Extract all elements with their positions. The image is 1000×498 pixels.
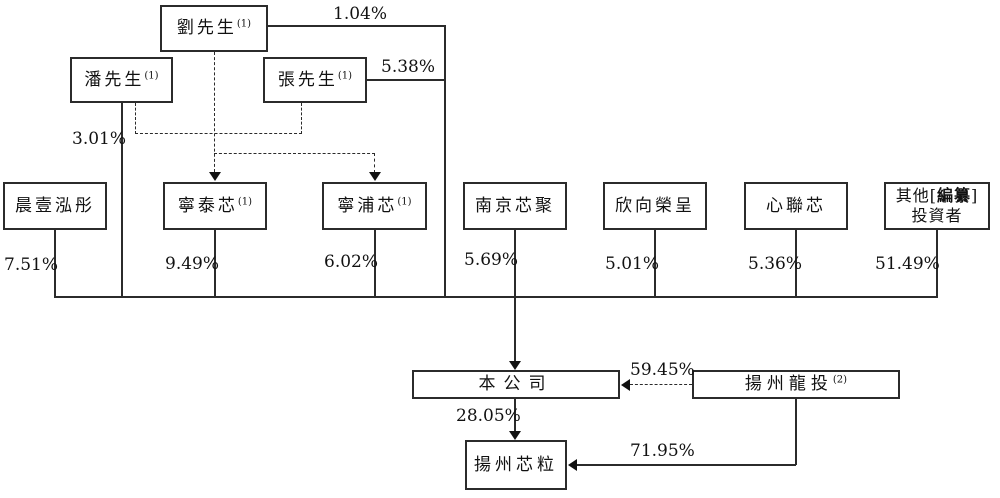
node-company-label: 本公司 [478, 374, 554, 395]
ownership-label-chenyi: 7.51% [4, 255, 59, 275]
node-xinlian: 心聯芯 [744, 182, 848, 230]
dashed-to-ningpu-horizontal [214, 153, 375, 154]
node-other-investors-label: 其他[編纂] 投資者 [895, 186, 979, 225]
ownership-label-ningtai: 9.49% [165, 254, 220, 274]
node-nanjing-label: 南京芯聚 [475, 195, 555, 216]
edge-ningtai-vertical [214, 230, 216, 297]
dashed-liu-vertical [214, 52, 215, 172]
node-yangzhou-longtou-label: 揚州龍投(2) [744, 374, 848, 395]
node-xinxiang: 欣向榮呈 [603, 182, 707, 230]
edge-other-vertical [936, 230, 938, 297]
node-yangzhou-xinli: 揚州芯粒 [465, 440, 567, 490]
dashed-ningpu-vertical [374, 153, 375, 173]
edge-company-to-xinli [514, 399, 516, 433]
edge-liu-zhang-vertical [444, 25, 446, 297]
edge-xinlian-vertical [795, 230, 797, 297]
node-company: 本公司 [412, 370, 620, 399]
node-liu-label: 劉先生(1) [176, 18, 252, 39]
edge-longtou-down [795, 399, 797, 465]
ownership-label-xinxiang: 5.01% [605, 254, 660, 274]
node-chenyi-label: 晨壹泓彤 [15, 195, 95, 216]
node-pan-label: 潘先生(1) [84, 69, 159, 90]
dashed-longtou-to-company [630, 384, 692, 385]
ownership-label-pan: 3.01% [72, 129, 127, 149]
dashed-zhang-vertical [301, 103, 302, 134]
ownership-label-xinlian: 5.36% [748, 254, 803, 274]
node-ningtai-label: 寧泰芯(1) [177, 195, 253, 216]
ownership-label-other: 51.49% [875, 254, 940, 274]
node-nanjing: 南京芯聚 [463, 182, 567, 230]
node-zhang-label: 張先生(1) [277, 69, 353, 90]
edge-liu-to-holdco-horizontal [268, 25, 445, 27]
edge-pan-vertical [121, 103, 123, 297]
node-xinxiang-label: 欣向榮呈 [615, 195, 695, 216]
ownership-label-liu: 1.04% [333, 4, 388, 24]
ownership-label-longtou-company: 59.45% [630, 360, 695, 380]
node-yangzhou-xinli-label: 揚州芯粒 [474, 454, 558, 475]
edge-bus-to-company [514, 296, 516, 362]
edge-longtou-to-xinli [576, 464, 796, 466]
node-yangzhou-longtou: 揚州龍投(2) [692, 370, 900, 399]
arrow-into-xinli-right-icon [568, 459, 577, 471]
dashed-pan-vertical [135, 103, 136, 134]
node-other-investors: 其他[編纂] 投資者 [884, 182, 990, 230]
node-pan: 潘先生(1) [70, 57, 173, 103]
edge-ningpu-vertical [374, 230, 376, 297]
arrow-into-company-icon [509, 361, 521, 370]
node-ningtai: 寧泰芯(1) [163, 182, 267, 230]
dashed-pan-zhang-horizontal [135, 133, 302, 134]
edge-shareholder-bus [54, 296, 938, 298]
ownership-label-ningpu: 6.02% [324, 252, 379, 272]
node-liu: 劉先生(1) [160, 5, 268, 52]
edge-xinxiang-vertical [654, 230, 656, 297]
arrow-into-ningtai-icon [209, 172, 221, 181]
node-chenyi: 晨壹泓彤 [3, 182, 107, 230]
arrow-into-xinli-top-icon [509, 431, 521, 440]
arrow-into-ningpu-icon [369, 172, 381, 181]
redacted-tag: 編纂 [936, 186, 971, 205]
ownership-label-longtou-xinli: 71.95% [630, 441, 695, 461]
node-ningpu: 寧浦芯(1) [322, 182, 427, 230]
edge-zhang-to-holdco-horizontal [367, 79, 445, 81]
ownership-label-zhang: 5.38% [381, 57, 436, 77]
node-ningpu-label: 寧浦芯(1) [337, 195, 412, 216]
arrow-into-company-right-icon [621, 379, 630, 391]
node-xinlian-label: 心聯芯 [766, 195, 826, 216]
node-zhang: 張先生(1) [263, 57, 367, 103]
edge-chenyi-vertical [54, 230, 56, 297]
ownership-label-company-xinli: 28.05% [456, 406, 521, 426]
ownership-label-nanjing: 5.69% [464, 250, 519, 270]
edge-nanjing-vertical [514, 230, 516, 297]
